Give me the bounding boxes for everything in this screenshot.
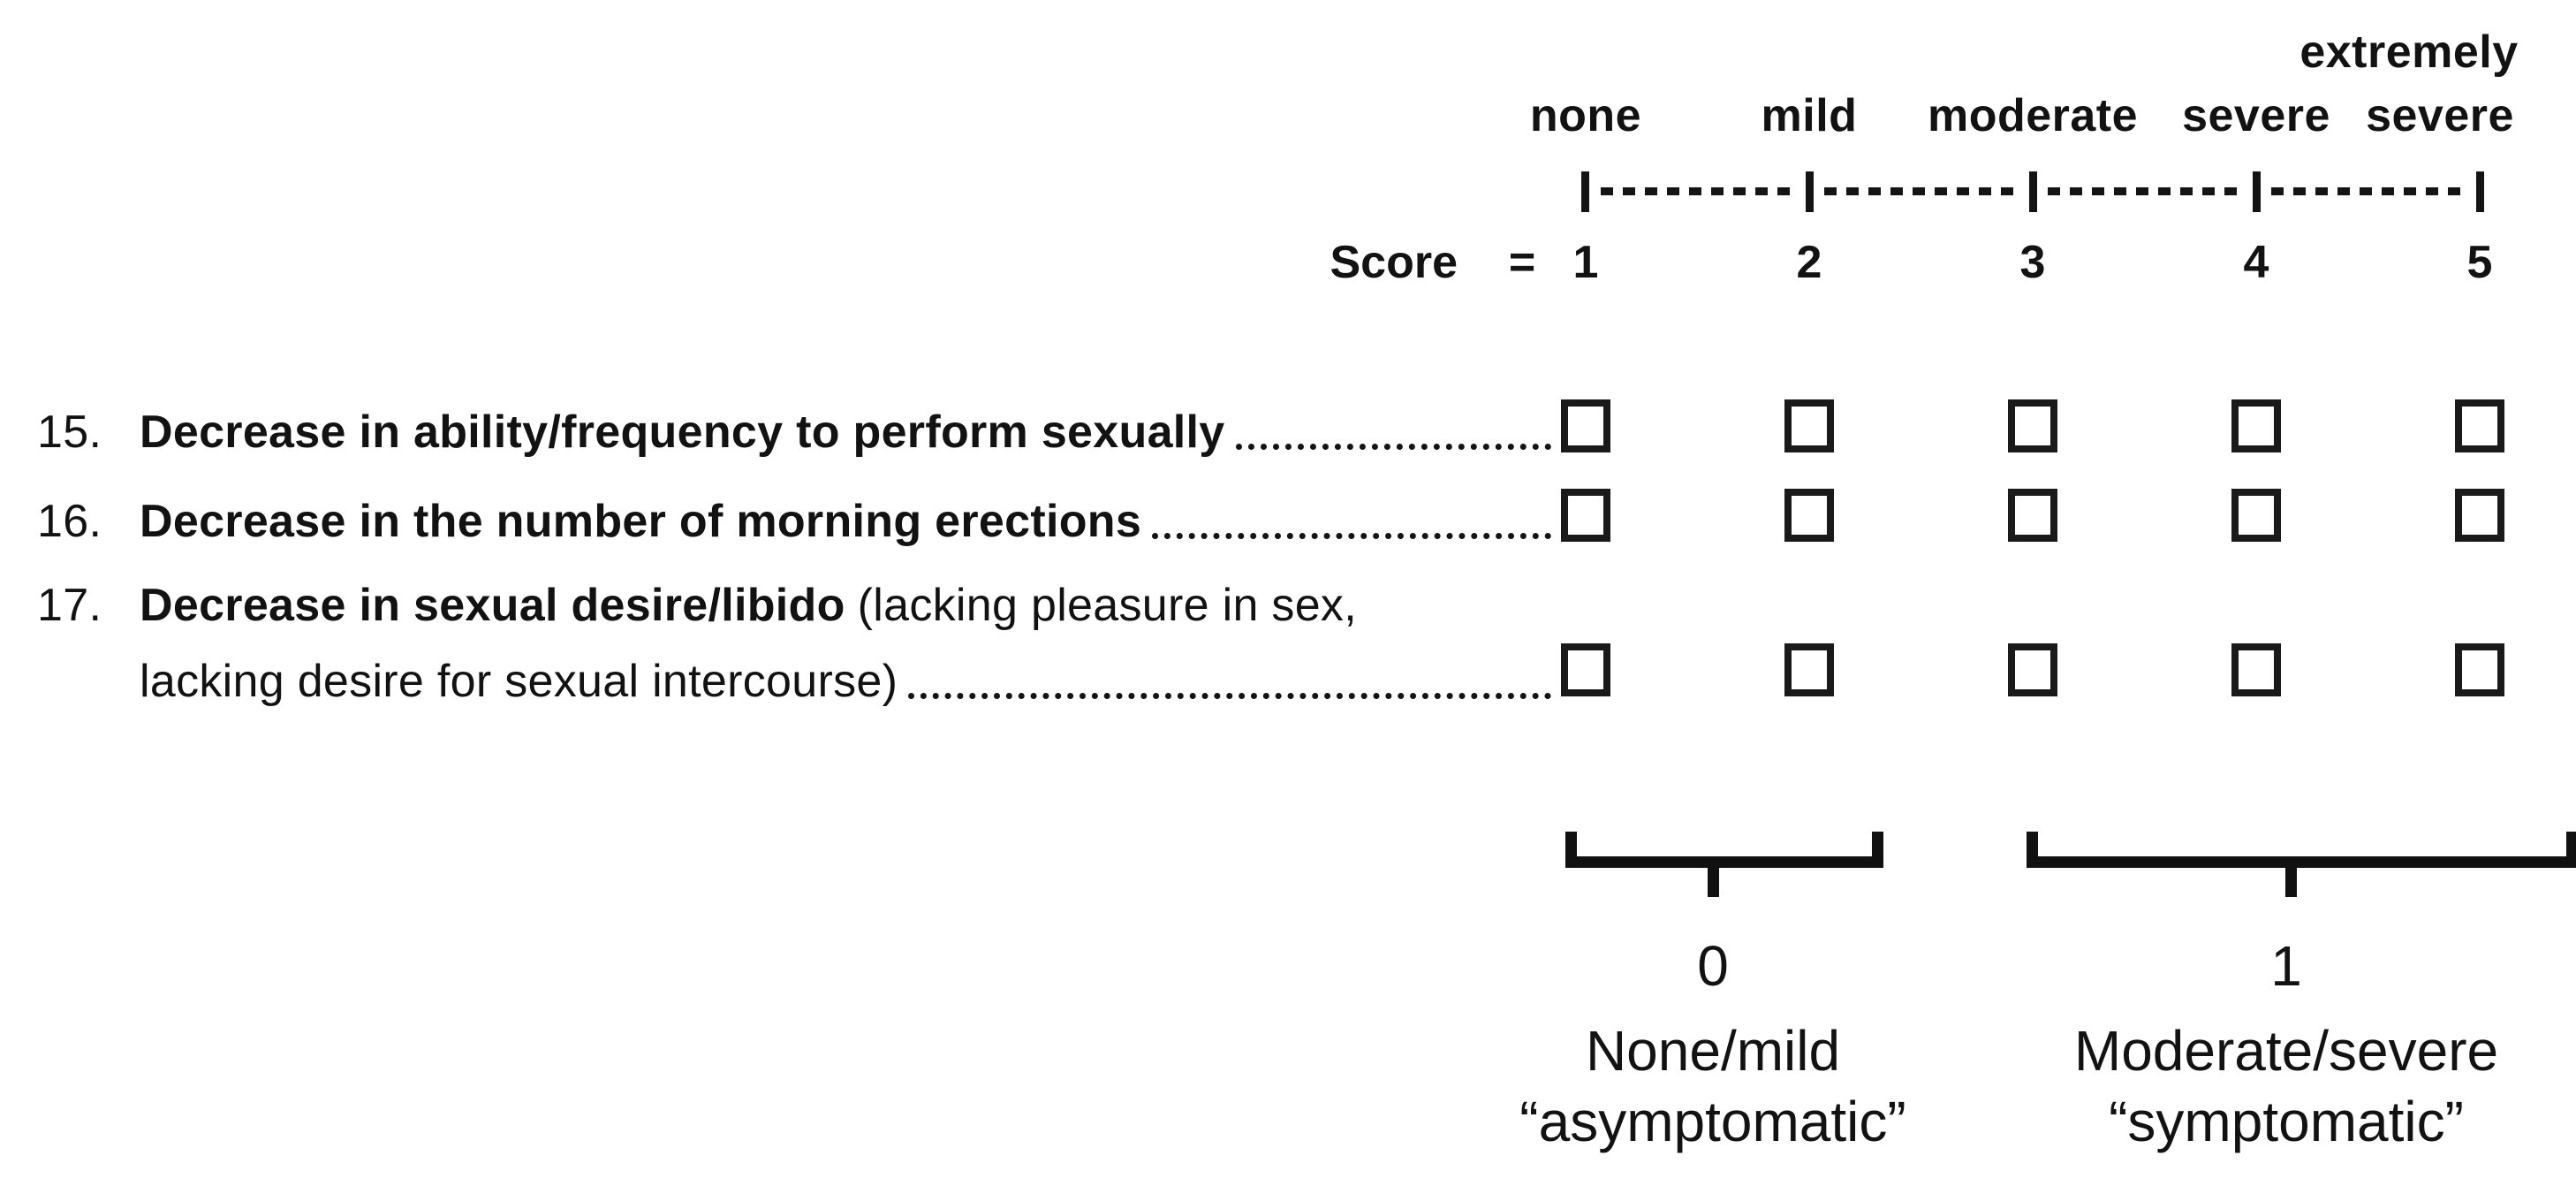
scale-dash-segment — [1824, 187, 2020, 195]
question-note: (lacking pleasure in sex, — [857, 580, 1357, 631]
checkbox-q15-score1[interactable] — [1561, 399, 1610, 452]
dotted-leader — [908, 693, 1551, 699]
checkbox-q16-score2[interactable] — [1784, 489, 1834, 542]
checkbox-q15-score3[interactable] — [2008, 399, 2057, 452]
group-0-quote: “asymptomatic” — [1519, 1090, 1906, 1153]
checkbox-q17-score4[interactable] — [2231, 643, 2281, 696]
score-value-5: 5 — [2466, 237, 2493, 288]
question-row-15: 15. Decrease in ability/frequency to per… — [37, 407, 1555, 458]
checkbox-q16-score5[interactable] — [2455, 489, 2504, 542]
dotted-leader — [1235, 444, 1551, 450]
group-0-value: 0 — [1697, 934, 1729, 998]
score-value-3: 3 — [2019, 237, 2046, 288]
checkbox-q16-score3[interactable] — [2008, 489, 2057, 542]
dotted-leader — [1152, 533, 1551, 539]
checkbox-q17-score5[interactable] — [2455, 643, 2504, 696]
scale-dash-segment — [2048, 187, 2244, 195]
score-value-2: 2 — [1796, 237, 1822, 288]
group-0-label: None/mild — [1585, 1019, 1841, 1083]
bracket-stem — [2285, 868, 2297, 897]
header-label-none: none — [1529, 90, 1642, 141]
bracket-stem — [1708, 868, 1719, 897]
score-word: Score — [1330, 237, 1458, 288]
group-1-label: Moderate/severe — [2073, 1019, 2499, 1083]
checkbox-q17-score3[interactable] — [2008, 643, 2057, 696]
scale-tick-3 — [2029, 171, 2037, 212]
group-1-value: 1 — [2270, 934, 2302, 998]
header-label-extremely: extremely — [2299, 27, 2519, 78]
scale-tick-4 — [2253, 171, 2261, 212]
question-continuation: lacking desire for sexual intercourse) — [140, 656, 898, 707]
header-label-mild: mild — [1761, 90, 1858, 141]
header-label-severe: severe — [2182, 90, 2330, 141]
score-value-1: 1 — [1572, 237, 1599, 288]
question-number: 17. — [37, 580, 102, 631]
header-label-extremely-severe: severe — [2366, 90, 2514, 141]
checkbox-q17-score1[interactable] — [1561, 643, 1610, 696]
question-row-16: 16. Decrease in the number of morning er… — [37, 496, 1555, 547]
scale-tick-5 — [2476, 171, 2484, 212]
scale-tick-1 — [1581, 171, 1589, 212]
checkbox-q16-score4[interactable] — [2231, 489, 2281, 542]
score-equals-sign: = — [1508, 237, 1536, 288]
scale-tick-2 — [1806, 171, 1814, 212]
question-title: Decrease in ability/frequency to perform… — [140, 407, 1225, 458]
question-title: Decrease in the number of morning erecti… — [140, 496, 1142, 547]
checkbox-q15-score2[interactable] — [1784, 399, 1834, 452]
checkbox-q16-score1[interactable] — [1561, 489, 1610, 542]
group-1-quote: “symptomatic” — [2109, 1090, 2464, 1153]
score-value-4: 4 — [2243, 237, 2269, 288]
question-row-17-continuation: lacking desire for sexual intercourse) — [140, 656, 1555, 707]
question-row-17: 17. Decrease in sexual desire/libido (la… — [37, 580, 1592, 631]
bracket-moderate-severe — [2027, 832, 2576, 868]
header-label-moderate: moderate — [1927, 90, 2139, 141]
question-number: 16. — [37, 496, 102, 547]
scale-dash-segment — [1601, 187, 1797, 195]
checkbox-q17-score2[interactable] — [1784, 643, 1834, 696]
checkbox-q15-score4[interactable] — [2231, 399, 2281, 452]
bracket-none-mild — [1565, 832, 1883, 868]
scale-dash-segment — [2271, 187, 2467, 195]
checkbox-q15-score5[interactable] — [2455, 399, 2504, 452]
question-number: 15. — [37, 407, 102, 458]
question-title: Decrease in sexual desire/libido — [140, 580, 845, 631]
